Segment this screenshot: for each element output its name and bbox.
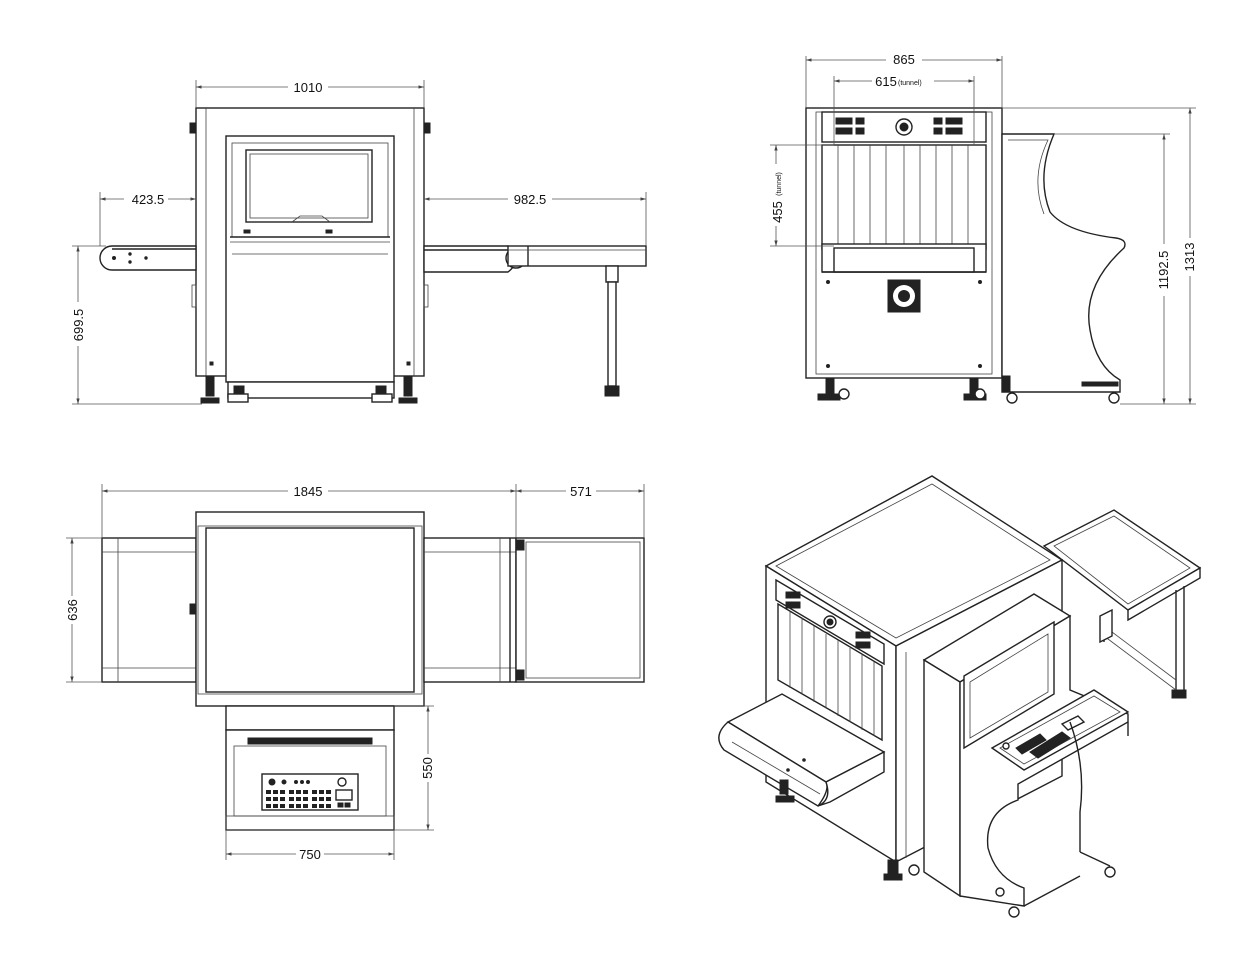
top-table [515, 537, 645, 683]
iso-monitor [963, 620, 1055, 750]
front-width-label: 1010 [294, 80, 323, 95]
console-depth-label: 550 [420, 757, 435, 779]
top-view: 1845 571 636 550 750 [65, 484, 645, 862]
top-length-label: 1845 [294, 484, 323, 499]
iso-console-front [923, 658, 961, 898]
top-left-conveyor [101, 537, 197, 683]
console-profile [1001, 133, 1126, 393]
left-conveyor-label: 423.5 [132, 192, 165, 207]
tunnel-height-label: 455 [770, 201, 785, 223]
tunnel-height-note: (tunnel) [776, 172, 783, 196]
monitor [245, 149, 373, 223]
front-view: 1010 423.5 982.5 699.5 [71, 80, 647, 405]
top-cabinet [195, 511, 425, 707]
tunnel-width-note: (tunnel) [898, 80, 922, 87]
console-width-label: 750 [299, 847, 321, 862]
side-width-label: 865 [893, 52, 915, 67]
front-height-label: 699.5 [71, 309, 86, 342]
top-right-conveyor [423, 537, 517, 683]
table-length-label: 571 [570, 484, 592, 499]
top-depth-label: 636 [65, 599, 80, 621]
side-height-label: 1313 [1182, 243, 1197, 272]
side-view: 865 615 (tunnel) 455 (tunnel) 1192.5 131… [770, 52, 1197, 405]
isometric-view [718, 475, 1202, 918]
console-height-label: 1192.5 [1156, 251, 1171, 290]
right-conveyor-label: 982.5 [514, 192, 547, 207]
tunnel-width-label: 615 [875, 74, 897, 89]
left-conveyor [99, 245, 197, 271]
right-table [507, 245, 647, 267]
